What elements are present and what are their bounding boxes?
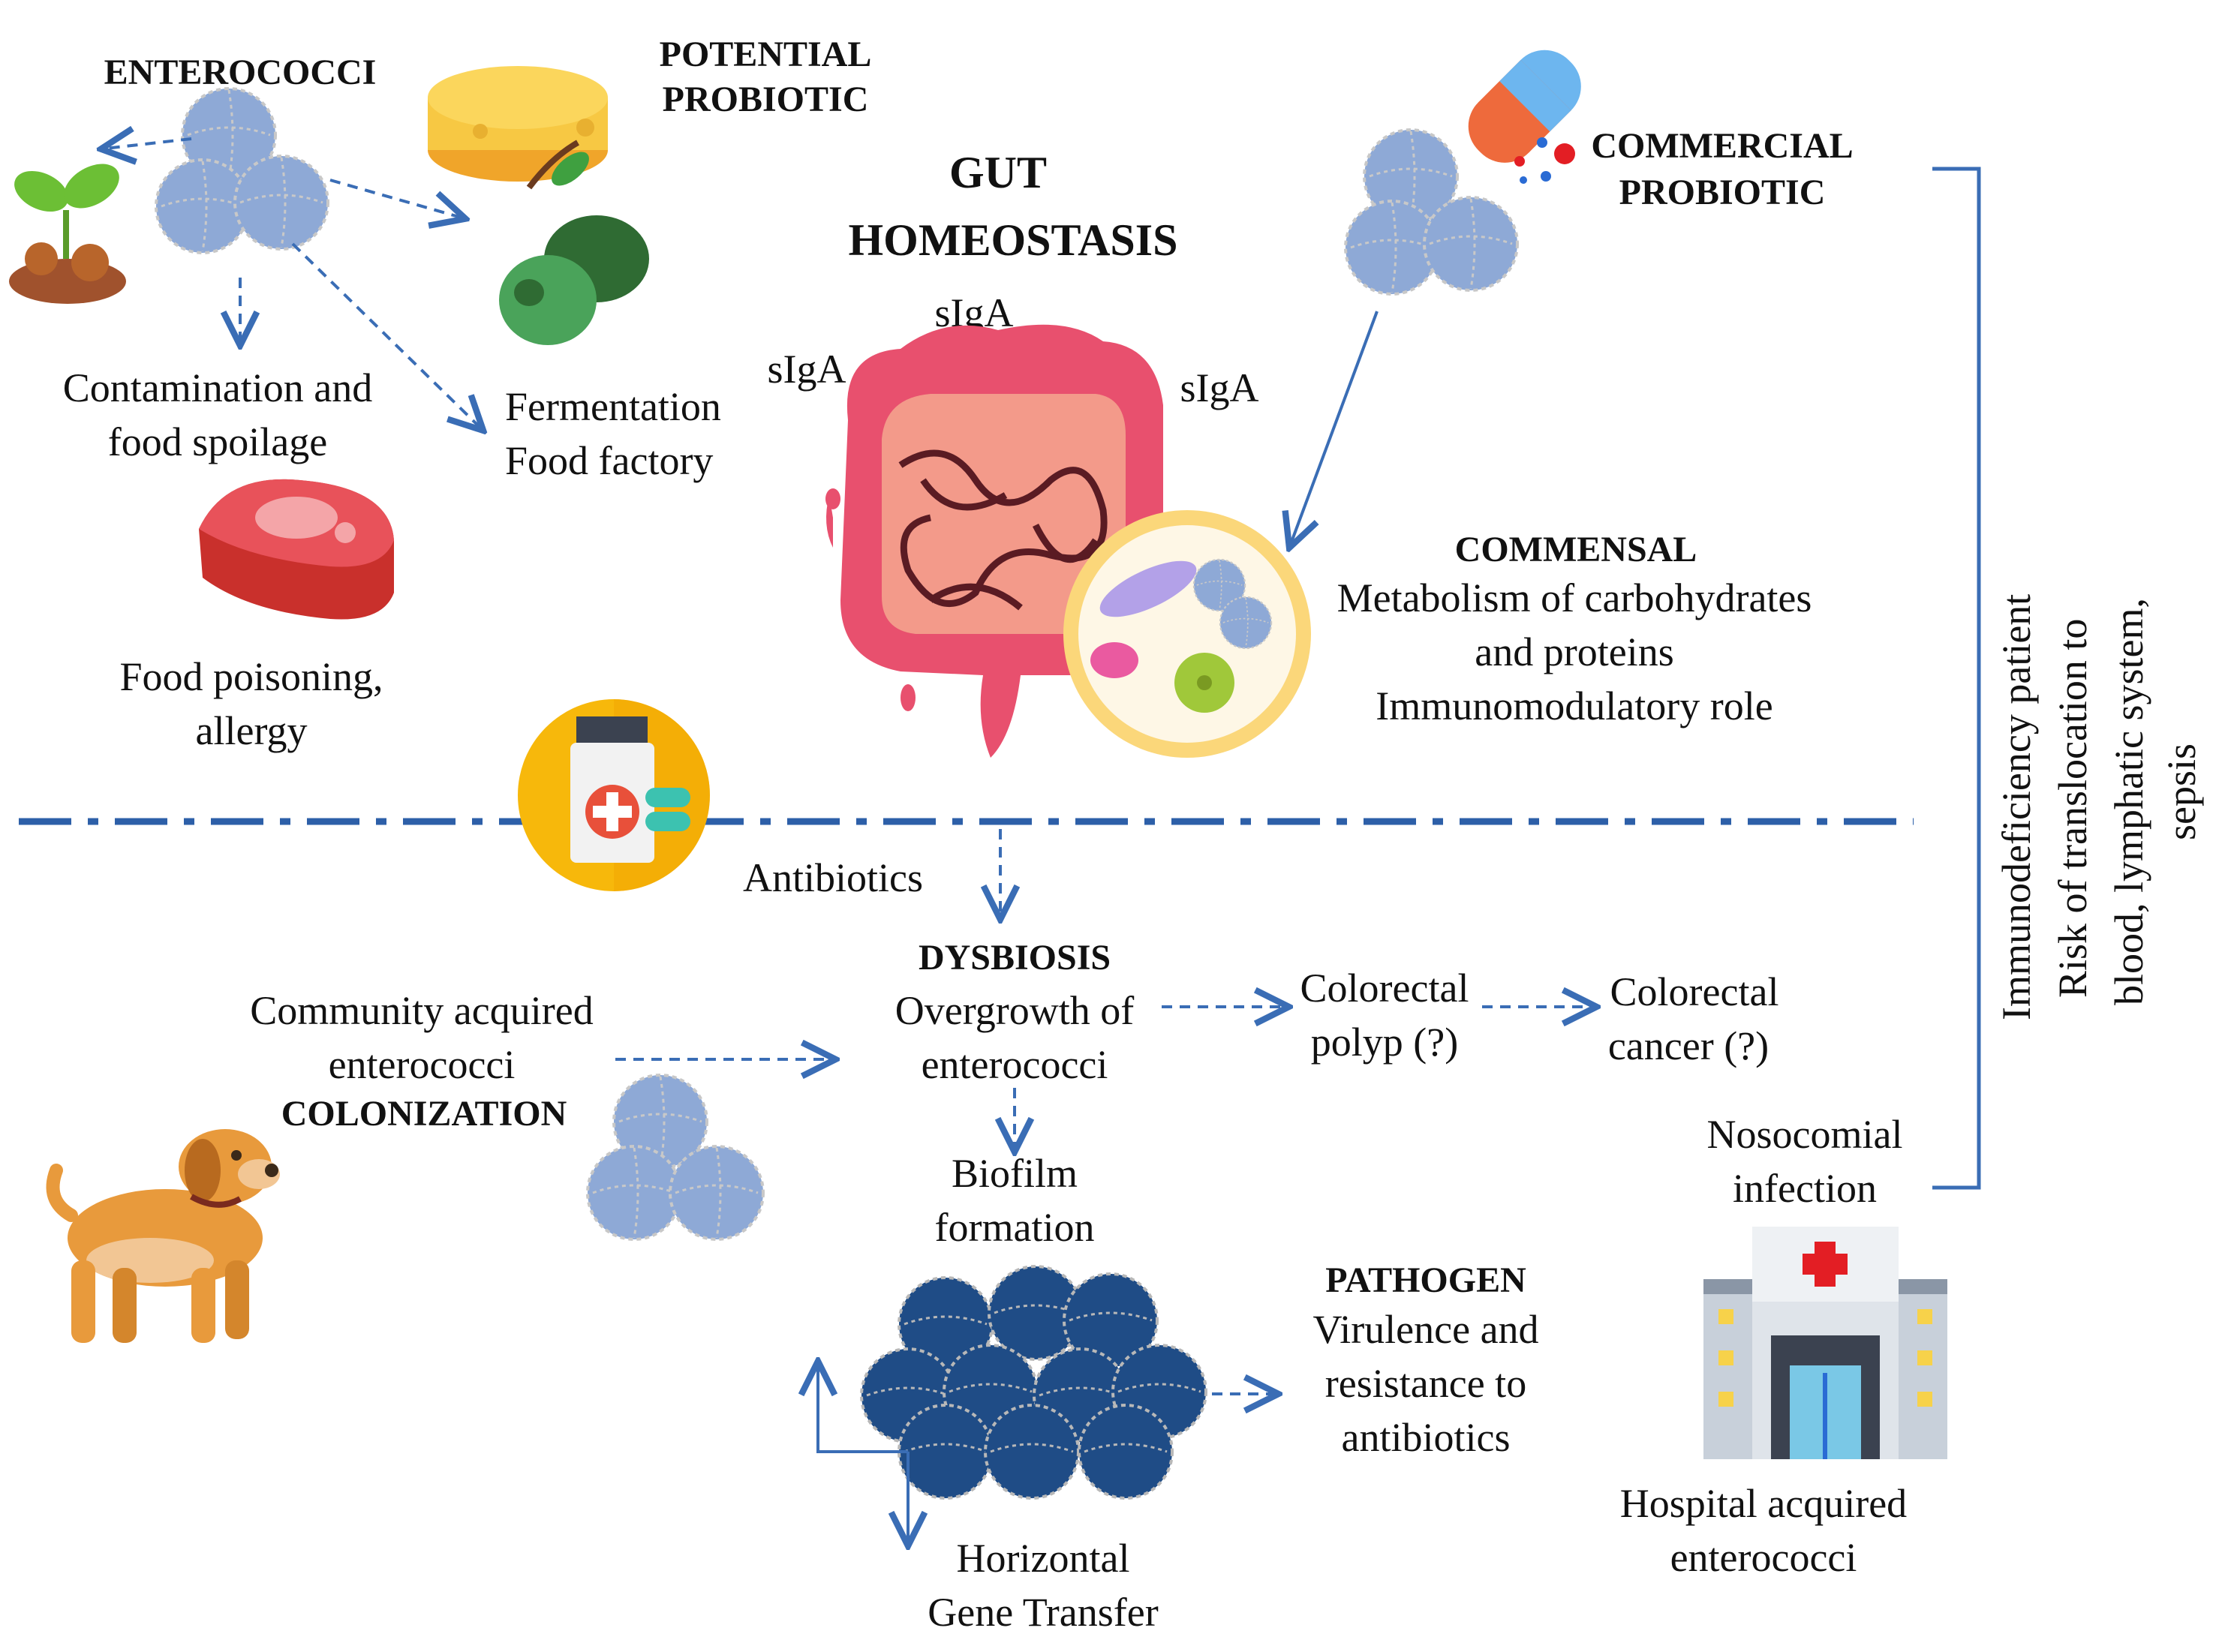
svg-text:PROBIOTIC: PROBIOTIC (1619, 173, 1826, 212)
colorectal-polyp-label: Colorectal polyp (?) (1300, 966, 1469, 1065)
svg-text:Food poisoning,: Food poisoning, (119, 654, 383, 699)
svg-text:POTENTIAL: POTENTIAL (660, 35, 872, 74)
svg-text:DYSBIOSIS: DYSBIOSIS (919, 938, 1111, 978)
svg-text:HOMEOSTASIS: HOMEOSTASIS (848, 215, 1177, 265)
meat-icon (199, 479, 394, 620)
svg-text:blood, lymphatic system,: blood, lymphatic system, (2106, 598, 2151, 1005)
svg-text:and proteins: and proteins (1475, 629, 1673, 674)
svg-text:Gene Transfer: Gene Transfer (928, 1590, 1158, 1635)
nosocomial-label: Nosocomial infection (1707, 1112, 1903, 1211)
biofilm-label: Biofilm formation (935, 1151, 1095, 1250)
food-poisoning-label: Food poisoning, allergy (119, 654, 383, 753)
svg-text:PROBIOTIC: PROBIOTIC (663, 80, 869, 119)
svg-text:enterococci: enterococci (329, 1042, 516, 1087)
svg-text:Immunomodulatory role: Immunomodulatory role (1376, 683, 1772, 728)
biofilm-cluster (860, 1265, 1207, 1500)
svg-text:Virulence and: Virulence and (1312, 1307, 1538, 1352)
arrow-to-fermentation (291, 242, 480, 428)
arrow-to-cheese (329, 179, 462, 218)
svg-text:antibiotics: antibiotics (1342, 1415, 1511, 1460)
cheese-icon (428, 66, 608, 182)
svg-text:Colorectal: Colorectal (1300, 966, 1469, 1011)
svg-text:Fermentation: Fermentation (505, 384, 721, 429)
enterococci-label: ENTEROCOCCI (104, 53, 377, 92)
arrow-probiotic-to-dish (1291, 311, 1379, 544)
svg-text:Risk of translocation to: Risk of translocation to (2050, 619, 2095, 998)
community-acquired-block: Community acquired enterococci COLONIZAT… (250, 988, 593, 1134)
svg-text:PATHOGEN: PATHOGEN (1325, 1260, 1526, 1300)
svg-text:cancer (?): cancer (?) (1608, 1023, 1769, 1068)
svg-text:sepsis: sepsis (2159, 743, 2204, 840)
commensal-block: COMMENSAL Metabolism of carbohydrates an… (1337, 530, 1812, 728)
svg-text:COMMENSAL: COMMENSAL (1455, 530, 1697, 569)
svg-text:Colorectal: Colorectal (1610, 969, 1779, 1014)
svg-text:polyp (?): polyp (?) (1311, 1020, 1458, 1065)
contamination-label: Contamination and food spoilage (63, 365, 372, 464)
enterococci-cluster-community (586, 1074, 765, 1241)
svg-text:Community acquired: Community acquired (250, 988, 593, 1033)
gut-homeostasis-label: GUT HOMEOSTASIS (848, 148, 1177, 265)
olives-icon (499, 140, 649, 345)
svg-text:formation: formation (935, 1205, 1095, 1250)
svg-text:allergy: allergy (196, 708, 308, 753)
svg-text:enterococci: enterococci (922, 1042, 1108, 1087)
svg-text:Hospital acquired: Hospital acquired (1620, 1481, 1907, 1526)
plant-soil-icon (9, 164, 126, 304)
hgt-label: Horizontal Gene Transfer (928, 1536, 1158, 1635)
dysbiosis-block: DYSBIOSIS Overgrowth of enterococci (895, 938, 1134, 1087)
svg-text:GUT: GUT (949, 148, 1047, 197)
right-bracket (1932, 167, 1981, 1190)
potential-probiotic-label: POTENTIAL PROBIOTIC (660, 35, 872, 119)
svg-text:COMMERCIAL: COMMERCIAL (1591, 126, 1853, 166)
side-text: Immunodeficiency patient Risk of translo… (1994, 594, 2204, 1020)
svg-text:Overgrowth of: Overgrowth of (895, 988, 1134, 1033)
siga-label-right: sIgA (1180, 365, 1259, 410)
antibiotics-bottle-icon (518, 699, 710, 891)
hospital-acquired-label: Hospital acquired enterococci (1620, 1481, 1907, 1580)
svg-text:food spoilage: food spoilage (108, 419, 327, 464)
svg-text:Immunodeficiency patient: Immunodeficiency patient (1994, 594, 2039, 1020)
svg-text:enterococci: enterococci (1670, 1535, 1857, 1580)
svg-text:resistance to: resistance to (1325, 1361, 1526, 1406)
dog-icon (46, 1129, 280, 1343)
arrow-to-plant (105, 139, 192, 149)
svg-text:Food factory: Food factory (505, 438, 713, 483)
svg-text:Biofilm: Biofilm (952, 1151, 1078, 1196)
antibiotics-label: Antibiotics (743, 855, 923, 900)
svg-text:Nosocomial: Nosocomial (1707, 1112, 1903, 1157)
pathogen-block: PATHOGEN Virulence and resistance to ant… (1312, 1260, 1538, 1460)
capsule-icon (1468, 50, 1581, 184)
svg-text:COLONIZATION: COLONIZATION (281, 1094, 567, 1134)
svg-text:infection: infection (1733, 1166, 1877, 1211)
svg-text:Horizontal: Horizontal (957, 1536, 1130, 1581)
svg-text:Metabolism of carbohydrates: Metabolism of carbohydrates (1337, 575, 1812, 620)
fermentation-label: Fermentation Food factory (505, 384, 721, 483)
commercial-probiotic-label: COMMERCIAL PROBIOTIC (1591, 126, 1853, 212)
colorectal-cancer-label: Colorectal cancer (?) (1608, 969, 1779, 1068)
microbiome-dish-icon (1063, 510, 1311, 758)
hospital-icon (1703, 1227, 1947, 1459)
svg-text:Contamination and: Contamination and (63, 365, 372, 410)
enterococci-cluster-top-left (155, 87, 329, 254)
siga-label-left: sIgA (768, 347, 846, 392)
